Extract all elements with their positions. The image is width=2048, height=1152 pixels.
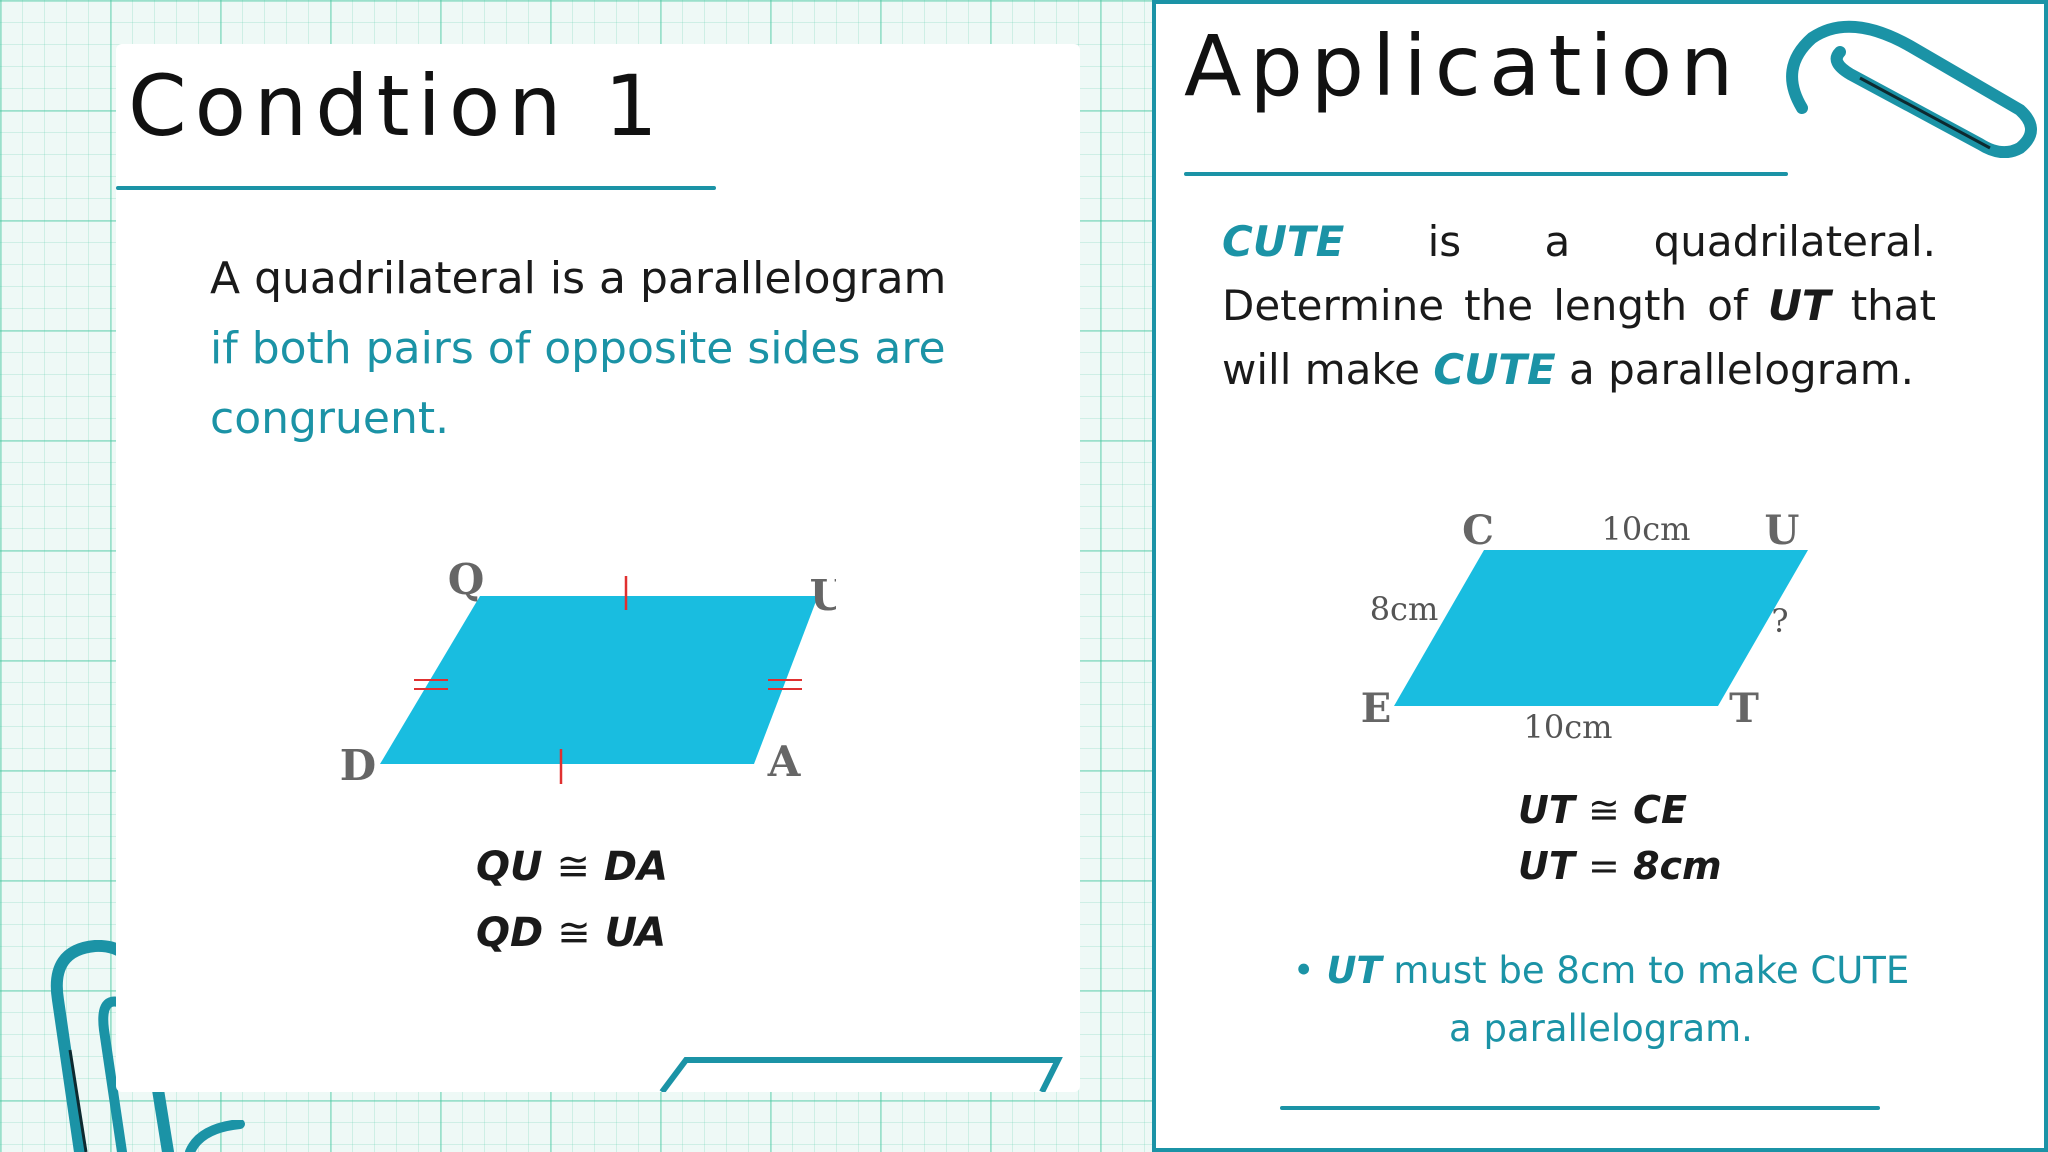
bullet: •: [1292, 949, 1315, 992]
title-underline: [1184, 172, 1788, 176]
bottom-underline: [1280, 1106, 1880, 1110]
statement-plain: A quadrilateral is a parallelogram: [210, 253, 947, 304]
parallelogram-shape: [380, 596, 818, 764]
side-length: ?: [1771, 602, 1788, 640]
side-length: 10cm: [1524, 708, 1613, 746]
paperclip-icon: [185, 1120, 245, 1152]
side-length: 10cm: [1602, 510, 1691, 548]
side-length: 8cm: [1370, 590, 1439, 628]
paperclip-icon: [1786, 20, 2037, 158]
parallelogram-shape: [1394, 550, 1808, 706]
condition-statement: A quadrilateral is a parallelogram if bo…: [210, 244, 970, 454]
segment-name: UT: [1767, 281, 1831, 330]
conclusion: • UT must be 8cm to make CUTE a parallel…: [1292, 949, 1910, 1050]
vertex-label: D: [340, 741, 376, 790]
equation-2: QD ≅ UA: [476, 910, 667, 956]
equation-1: QU ≅ DA: [476, 844, 669, 890]
parallelogram-cute: C U T E 10cm 10cm 8cm ?: [1361, 507, 1808, 746]
vertex-label: U: [1765, 507, 1800, 554]
vertex-label: U: [810, 571, 836, 620]
vertex-label: C: [1462, 507, 1494, 554]
statement-highlight: if both pairs of opposite sides are cong…: [210, 323, 946, 444]
title-underline: [116, 186, 716, 190]
page-title: Condtion 1: [128, 57, 666, 155]
vertex-label: A: [767, 737, 802, 786]
vertex-label: T: [1729, 685, 1759, 732]
quad-name: CUTE: [1222, 217, 1345, 266]
vertex-label: Q: [448, 555, 485, 604]
vertex-label: E: [1361, 685, 1392, 732]
application-title: Application: [1184, 17, 1742, 115]
equation-2: UT = 8cm: [1518, 844, 1722, 888]
decorative-frame: [659, 1057, 1063, 1092]
parallelogram-quad: Q U A D: [340, 555, 836, 790]
problem-statement: CUTE is a quadrilateral. Determine the l…: [1222, 217, 1936, 394]
application-card: Application CUTE is a quadrilateral. Det…: [1152, 0, 2048, 1152]
quad-name: CUTE: [1433, 345, 1556, 394]
condition-card: Condtion 1 A quadrilateral is a parallel…: [116, 44, 1080, 1092]
equation-1: UT ≅ CE: [1518, 788, 1687, 832]
